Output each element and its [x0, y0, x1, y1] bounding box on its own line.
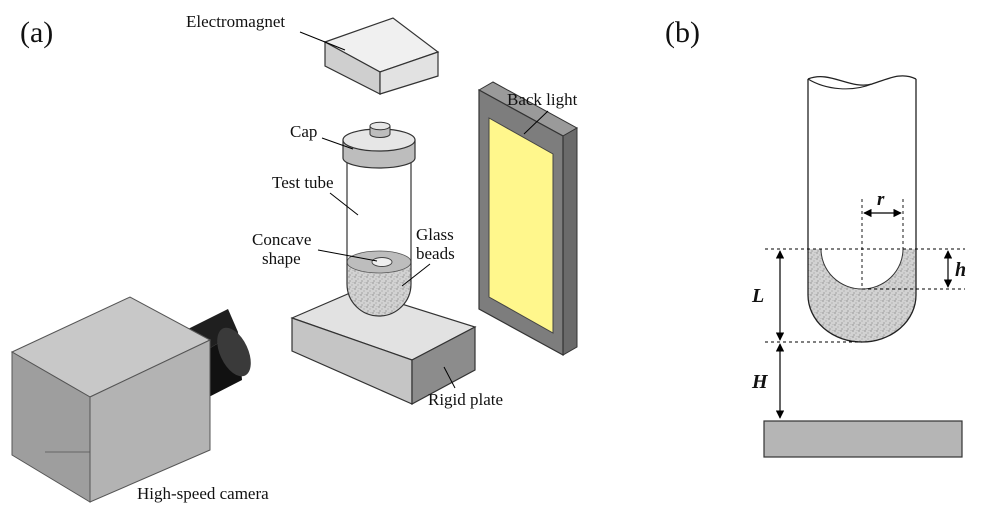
electromagnet [323, 17, 440, 95]
back-light-label: Back light [507, 90, 578, 109]
concave-shape-leader [317, 249, 378, 262]
cap [342, 121, 416, 169]
glass-beads-label-line1: Glass [416, 225, 454, 244]
test-tube [346, 160, 412, 317]
tube-cross-section [807, 75, 917, 343]
symbol-H: H [751, 371, 769, 393]
symbol-h: h [955, 259, 966, 281]
glass-beads-leader [401, 263, 431, 287]
rigid-plate-label: Rigid plate [428, 390, 503, 409]
concave-shape-label-line2: shape [262, 249, 301, 268]
rigid-plate [290, 289, 477, 406]
electromagnet-label: Electromagnet [186, 12, 285, 31]
back-light [477, 81, 579, 357]
panel-label-a: (a) [20, 16, 53, 49]
rigid-plate-leader [443, 366, 456, 389]
glass-beads-label-line2: beads [416, 244, 455, 263]
high-speed-camera [10, 296, 251, 503]
concave-shape-label-line1: Concave [252, 230, 311, 249]
test-tube-label: Test tube [272, 173, 334, 192]
concave-dip [371, 257, 393, 267]
glass-beads-fill [347, 262, 411, 316]
back-light-leader [523, 110, 549, 135]
cap-label: Cap [290, 122, 317, 141]
symbol-L: L [751, 285, 764, 307]
high-speed-camera-label: High-speed camera [137, 484, 269, 503]
test-tube-leader [329, 192, 359, 216]
backlight-panel [488, 117, 554, 334]
electromagnet-leader [299, 31, 346, 51]
dimension-guides [765, 199, 965, 343]
symbol-r: r [877, 189, 885, 210]
cross-section-beads [808, 249, 916, 342]
ground-plate [763, 420, 963, 458]
panel-label-b: (b) [665, 16, 700, 49]
cap-leader [321, 137, 354, 150]
